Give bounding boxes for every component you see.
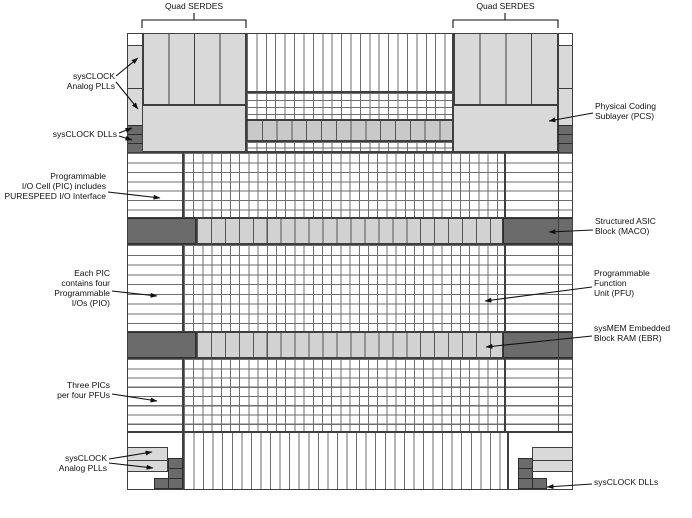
label-line: Each PIC bbox=[74, 268, 110, 278]
label-pcs: Physical Coding Sublayer (PCS) bbox=[595, 101, 656, 121]
top-fine-grid-2 bbox=[246, 141, 453, 152]
label-line: Programmable bbox=[50, 171, 106, 181]
label-maco: Structured ASIC Block (MACO) bbox=[595, 216, 656, 236]
pic-column-left-a bbox=[127, 152, 183, 218]
maco-block-right-2 bbox=[503, 332, 573, 358]
label-plls-top: sysCLOCK Analog PLLs bbox=[67, 71, 115, 91]
label-each-pic: Each PIC contains four Programmable I/Os… bbox=[54, 268, 110, 308]
maco-block-left-1 bbox=[127, 218, 196, 244]
top-io-stripes bbox=[246, 33, 453, 92]
label-ebr: sysMEM Embedded Block RAM (EBR) bbox=[594, 323, 670, 343]
maco-block-right-1 bbox=[503, 218, 573, 244]
pfu-grid-a bbox=[183, 152, 505, 218]
pll-block-top-left-2 bbox=[127, 88, 143, 126]
pic-column-left-c bbox=[127, 358, 183, 432]
pll-block-bottom-right bbox=[532, 447, 573, 472]
label-quad-serdes-right: Quad SERDES bbox=[476, 1, 535, 11]
pic-column-right-b bbox=[505, 244, 573, 332]
dll-block-bottom-right-4 bbox=[532, 478, 547, 489]
pfu-grid-c bbox=[183, 358, 505, 432]
label-three-pics: Three PICs per four PFUs bbox=[57, 380, 110, 400]
pic-column-left-b bbox=[127, 244, 183, 332]
label-line: sysMEM Embedded bbox=[594, 323, 671, 333]
bracket-quad-serdes-left bbox=[141, 13, 247, 28]
label-line: PURESPEED I/O Interface bbox=[4, 191, 106, 201]
pcs-block-right bbox=[453, 105, 558, 152]
serdes-quad-left-block bbox=[142, 33, 246, 105]
label-line: Unit (PFU) bbox=[594, 288, 635, 298]
label-pic: Programmable I/O Cell (PIC) includes PUR… bbox=[4, 171, 106, 201]
label-line: I/Os (PIO) bbox=[71, 298, 110, 308]
label-line: Sublayer (PCS) bbox=[595, 111, 655, 121]
pll-block-top-left-1 bbox=[127, 45, 143, 89]
label-line: Physical Coding bbox=[595, 101, 656, 111]
label-line: Block RAM (EBR) bbox=[594, 333, 662, 343]
pll-block-top-right-2 bbox=[558, 88, 573, 126]
dll-block-bottom-right-3 bbox=[518, 478, 533, 489]
label-line: Programmable bbox=[54, 288, 110, 298]
bottom-io-stripes bbox=[183, 432, 508, 490]
top-fine-grid bbox=[246, 92, 453, 120]
pic-column-right-c bbox=[505, 358, 573, 432]
dll-block-bottom-left-4 bbox=[154, 478, 169, 489]
label-dlls-right: sysCLOCK DLLs bbox=[594, 477, 659, 487]
label-line: Three PICs bbox=[67, 380, 110, 390]
top-gray-cell-band bbox=[246, 120, 453, 141]
label-plls-bottom: sysCLOCK Analog PLLs bbox=[59, 453, 107, 473]
label-line: I/O Cell (PIC) includes bbox=[21, 181, 106, 191]
ebr-row-1 bbox=[196, 218, 503, 244]
pll-block-top-right-1 bbox=[558, 45, 573, 89]
label-line: Analog PLLs bbox=[58, 463, 107, 473]
ebr-row-2 bbox=[196, 332, 503, 358]
maco-block-left-2 bbox=[127, 332, 196, 358]
pic-column-right-a bbox=[505, 152, 573, 218]
pll-block-bottom-left bbox=[127, 447, 168, 472]
label-line: contains four bbox=[61, 278, 110, 288]
label-pfu: Programmable Function Unit (PFU) bbox=[594, 268, 650, 298]
label-quad-serdes-left: Quad SERDES bbox=[164, 1, 224, 11]
label-line: Programmable bbox=[594, 268, 650, 278]
pfu-grid-b bbox=[183, 244, 505, 332]
label-line: Function bbox=[594, 278, 627, 288]
label-line: Structured ASIC bbox=[595, 216, 656, 226]
label-line: sysCLOCK bbox=[72, 71, 115, 81]
label-line: per four PFUs bbox=[57, 390, 110, 400]
pcs-block-left bbox=[142, 105, 246, 152]
dll-block-bottom-left-3 bbox=[168, 478, 183, 489]
label-line: Block (MACO) bbox=[595, 226, 650, 236]
label-line: Analog PLLs bbox=[66, 81, 115, 91]
right-edge-divider bbox=[558, 152, 559, 432]
label-line: sysCLOCK bbox=[64, 453, 107, 463]
bracket-quad-serdes-right bbox=[452, 13, 559, 28]
label-dlls-left: sysCLOCK DLLs bbox=[52, 129, 117, 139]
serdes-quad-right-block bbox=[453, 33, 558, 105]
